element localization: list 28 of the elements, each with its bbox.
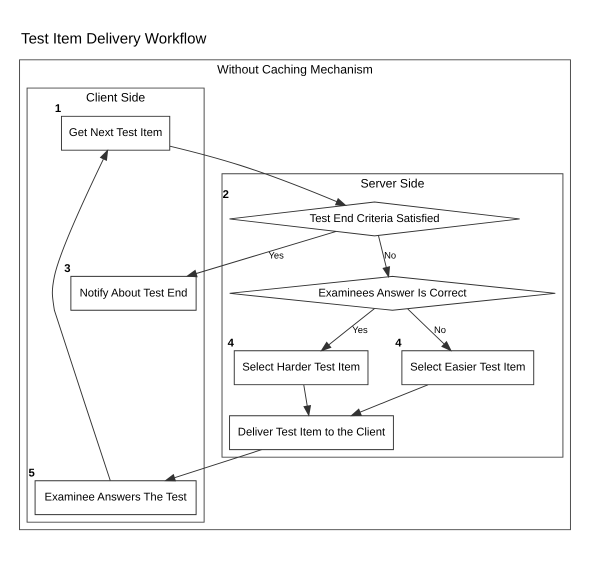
arrow [303,384,312,417]
node-label: 4 [228,338,234,350]
edge-label: Yes [268,249,284,260]
arrow [350,384,428,416]
node-box: Select Harder Test Item [234,350,368,386]
node-diamond: Examinees Answer Is Correct [229,276,556,311]
arrow [186,230,337,278]
node-diamond: Test End Criteria Satisfied [229,202,520,236]
node-box: Deliver Test Item to the Client [229,415,394,450]
node-label: 2 [222,188,229,201]
node-box: Get Next Test Item [60,116,170,151]
node-box: Notify About Test End [70,276,197,311]
node-box: Examinee Answers The Test [34,480,197,516]
node-label: 3 [64,263,71,276]
diagram-title: Test Item Delivery Workflow [21,30,206,48]
node-label: 5 [28,468,35,480]
arrow [407,308,452,352]
node-box: Select Easier Test Item [401,350,534,386]
edge-label: Yes [352,324,368,335]
node-label: 4 [395,338,402,350]
arrow [378,235,390,278]
edge-label: No [384,249,396,260]
node-label: 1 [54,103,62,116]
edge-label: No [434,324,446,335]
arrow [320,308,375,352]
arrow [164,449,262,482]
arrow [52,149,111,481]
arrow [169,146,347,206]
